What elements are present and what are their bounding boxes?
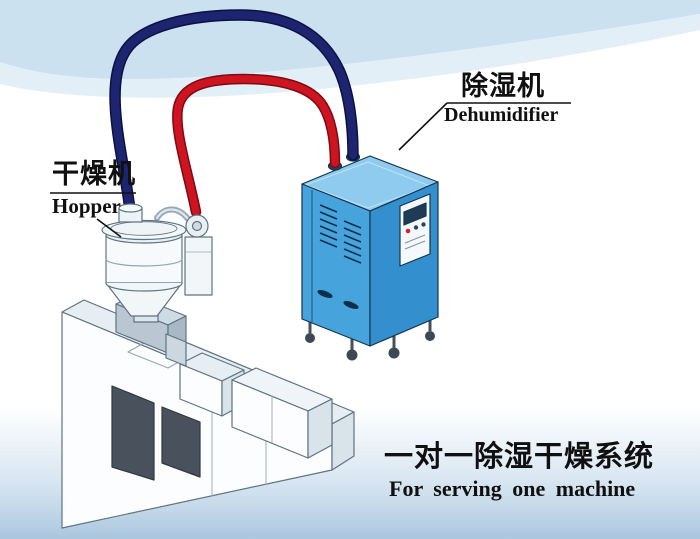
return-air-hose (173, 75, 339, 216)
blower-motor-hub (191, 220, 203, 232)
dehumidifier-unit (301, 152, 439, 361)
caption-en: For serving one machine (389, 476, 636, 501)
vent-slot (343, 300, 359, 310)
vent-slot (317, 289, 333, 299)
control-panel (399, 193, 431, 267)
dryer-pointer-line (96, 218, 122, 238)
machine-end-face (331, 411, 355, 471)
panel-button (421, 222, 426, 227)
hoses (109, 9, 359, 218)
hopper-dryer (101, 203, 213, 323)
lid-inlet-top (118, 203, 143, 213)
dryer-blower-box (184, 236, 213, 296)
caster-wheel (388, 347, 400, 359)
dryer-label-en: Hopper (52, 194, 121, 218)
top-wave-light (0, 14, 700, 98)
casters (305, 318, 435, 361)
control-panel-display (403, 202, 427, 226)
hopper-clamp-band (105, 258, 183, 267)
machine-door-panel-left (111, 385, 155, 481)
cabinet-top-seam (305, 161, 431, 209)
hopper-lid-inner (110, 221, 178, 236)
caster-wheel (305, 333, 315, 343)
dehumidifier-pointer-line (398, 102, 448, 151)
vent-louvers (319, 204, 362, 264)
panel-button (413, 225, 419, 230)
dehumidifier-label-cn: 除湿机 (461, 71, 545, 101)
dry-air-hose (110, 10, 358, 215)
caster-wheel (346, 349, 358, 361)
right-unit-side (307, 398, 333, 459)
caption-cn: 一对一除湿干燥系统 (384, 441, 655, 473)
dryer-label-cn: 干燥机 (52, 159, 136, 189)
indicator-light-red (405, 228, 411, 234)
barrel-connector (165, 333, 187, 367)
panel-label-lines (404, 234, 426, 250)
annotations (50, 102, 571, 238)
caster-wheel (425, 331, 435, 341)
return-tube-highlight (155, 208, 190, 221)
caster-stems (308, 318, 432, 350)
dehumidifier-label-en: Dehumidifier (444, 104, 559, 126)
hopper-bottom-curve (105, 282, 183, 292)
machine-door-panel-right (161, 406, 201, 478)
